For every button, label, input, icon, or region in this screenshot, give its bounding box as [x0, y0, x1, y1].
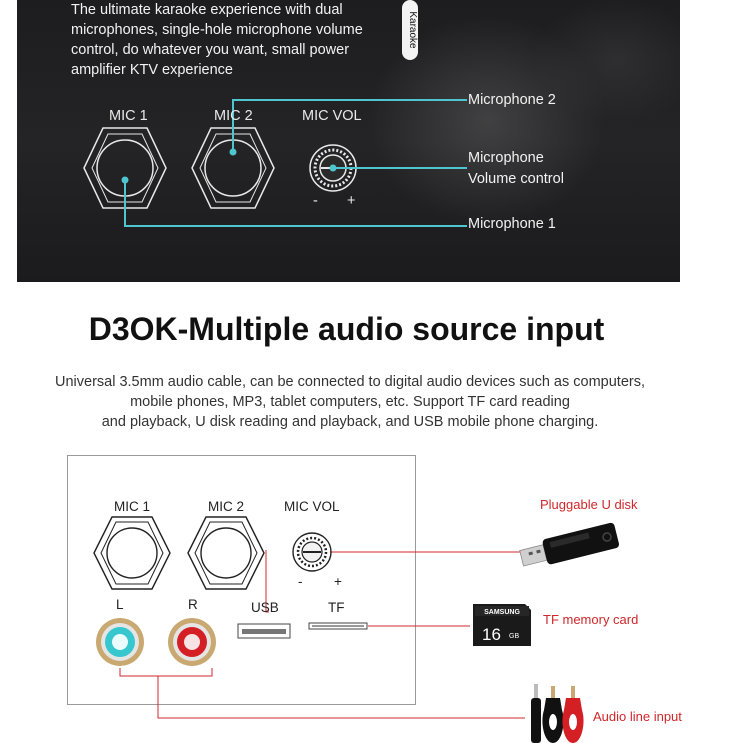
- panel-mic2-jack-icon: [187, 516, 265, 590]
- audio-input-label: Audio line input: [593, 709, 682, 724]
- rca-right-jack-icon: [168, 618, 216, 666]
- usb-label: USB: [251, 600, 279, 615]
- panel-micvol-label: MIC VOL: [284, 499, 340, 514]
- section-heading: D3OK-Multiple audio source input: [88, 311, 605, 347]
- panel-mic1-label: MIC 1: [114, 499, 151, 514]
- karaoke-badge-text: Karaoke: [407, 11, 418, 49]
- banner-jack-diagram: [83, 99, 467, 227]
- callout-lines: [124, 99, 467, 227]
- rca-left-jack-icon: [96, 618, 144, 666]
- panel-mic2-label: MIC 2: [208, 499, 245, 514]
- panel-mic1-jack-icon: [93, 516, 171, 590]
- microphone-icon: Karaoke: [395, 0, 425, 62]
- tf-label: TF: [328, 600, 345, 615]
- mic2-label: MIC 2: [214, 108, 253, 124]
- micvol-label: MIC VOL: [302, 108, 362, 124]
- sd-capacity-text: 16: [482, 625, 501, 644]
- intro-line: amplifier KTV experience: [71, 62, 233, 78]
- description-line: mobile phones, MP3, tablet computers, et…: [130, 394, 570, 410]
- volume-plus-sign: +: [347, 193, 356, 209]
- rca-left-label: L: [116, 597, 124, 612]
- tf-card-label: TF memory card: [543, 612, 639, 627]
- intro-text: The ultimate karaoke experience with dua…: [71, 0, 391, 80]
- sd-brand-text: SAMSUNG: [484, 609, 520, 616]
- panel-volume-knob-icon: [292, 532, 332, 572]
- section-description: Universal 3.5mm audio cable, can be conn…: [0, 372, 700, 432]
- tf-slot-icon: [308, 622, 368, 630]
- intro-line: The ultimate karaoke experience with dua…: [71, 2, 343, 18]
- callout-microphone-1: Microphone 1: [468, 216, 556, 232]
- rca-right-label: R: [188, 597, 198, 612]
- volume-minus-sign: -: [313, 193, 318, 209]
- callout-microphone-2: Microphone 2: [468, 92, 556, 108]
- usb-port-icon: [237, 623, 291, 639]
- usb-flash-drive-icon: [519, 522, 620, 567]
- intro-line: control, do whatever you want, small pow…: [71, 42, 350, 58]
- udisk-label: Pluggable U disk: [540, 497, 638, 512]
- panel-volume-minus: -: [298, 574, 303, 589]
- callout-volume-line1: Microphone: [468, 150, 544, 166]
- rear-panel-diagram: SAMSUNG 16 GB: [93, 516, 620, 743]
- sd-unit-text: GB: [509, 633, 519, 640]
- intro-line: microphones, single-hole microphone volu…: [71, 22, 363, 38]
- mic1-label: MIC 1: [109, 108, 148, 124]
- sd-card-icon: SAMSUNG 16 GB: [473, 604, 531, 646]
- callout-volume-line2: Volume control: [468, 171, 564, 187]
- panel-volume-plus: +: [334, 574, 342, 589]
- description-line: and playback, U disk reading and playbac…: [101, 414, 599, 430]
- accessory-lines: [119, 550, 525, 719]
- description-line: Universal 3.5mm audio cable, can be conn…: [55, 374, 645, 390]
- audio-cable-icon: [531, 684, 584, 743]
- feature-banner: The ultimate karaoke experience with dua…: [17, 0, 680, 282]
